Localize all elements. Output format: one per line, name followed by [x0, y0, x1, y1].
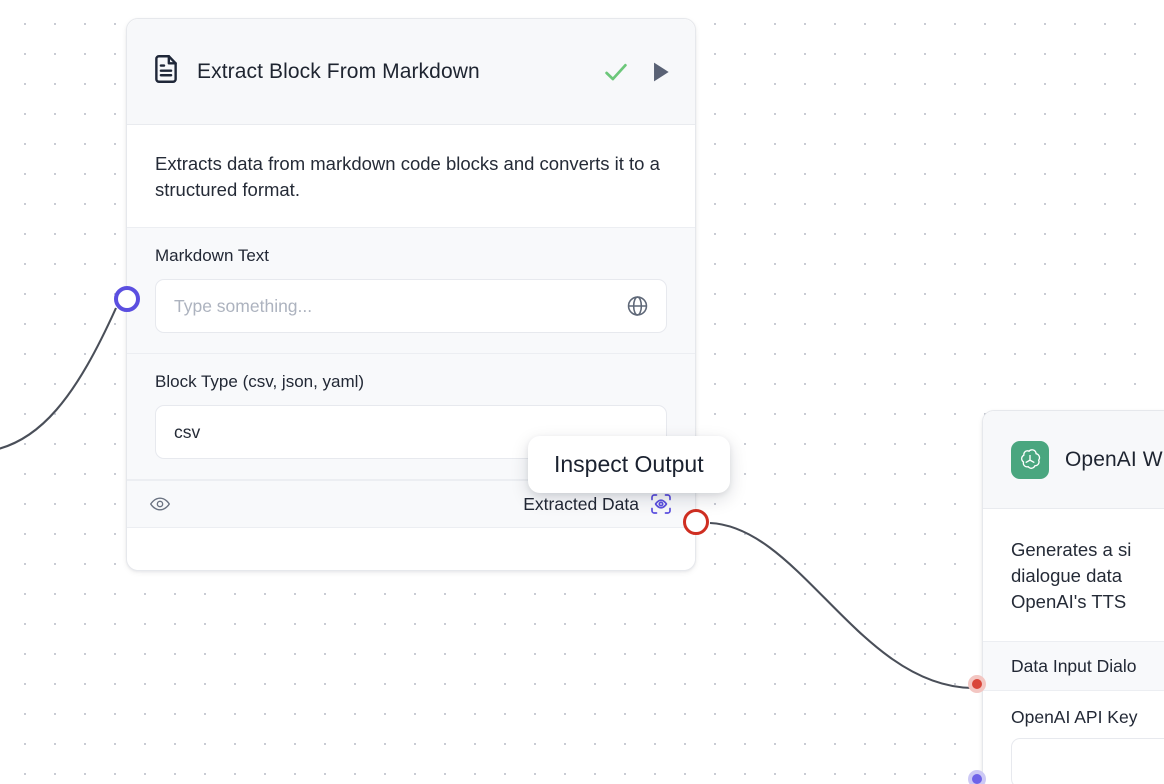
openai-field-label-api-key: OpenAI API Key — [983, 691, 1164, 738]
port-output-extracted-data[interactable] — [683, 509, 709, 535]
port-input-openai-api-key[interactable] — [968, 770, 986, 784]
node-description: Extracts data from markdown code blocks … — [127, 125, 695, 227]
port-input-data-input-dialogue[interactable] — [968, 675, 986, 693]
check-icon[interactable] — [601, 57, 631, 87]
play-icon[interactable] — [647, 59, 673, 85]
tooltip-inspect-output: Inspect Output — [528, 436, 730, 493]
openai-node-description: Generates a si dialogue data OpenAI's TT… — [983, 509, 1164, 641]
openai-row-data-input-dialogue: Data Input Dialo — [983, 641, 1164, 691]
openai-node-header[interactable]: OpenAI W — [983, 411, 1164, 509]
header-actions — [601, 57, 673, 87]
openai-api-key-input[interactable] — [1011, 738, 1164, 784]
node-header[interactable]: Extract Block From Markdown — [127, 19, 695, 125]
field-label-block-type: Block Type (csv, json, yaml) — [155, 372, 365, 391]
openai-logo — [1011, 440, 1049, 479]
node-openai-workflow[interactable]: OpenAI W Generates a si dialogue data Op… — [982, 410, 1164, 784]
page-title: Extract Block From Markdown — [197, 59, 480, 83]
node-extract-block-from-markdown[interactable]: Extract Block From Markdown Extracts dat… — [126, 18, 696, 571]
eye-icon[interactable] — [149, 493, 171, 515]
field-markdown-text: Markdown Text Type something... — [127, 227, 695, 354]
edge-extract-to-openai — [709, 521, 973, 690]
port-input-markdown-text[interactable] — [114, 286, 140, 312]
markdown-text-input[interactable]: Type something... — [155, 279, 667, 333]
edge-incoming — [0, 307, 117, 450]
field-label-markdown-text: Markdown Text — [155, 246, 270, 265]
openai-node-title: OpenAI W — [1065, 447, 1163, 471]
scan-eye-icon[interactable] — [649, 492, 673, 516]
node-footer — [127, 528, 695, 570]
openai-row-label: Data Input Dialo — [1011, 655, 1137, 676]
file-text-icon — [149, 52, 183, 91]
globe-icon[interactable] — [625, 294, 650, 319]
markdown-text-placeholder: Type something... — [174, 295, 313, 316]
output-label-extracted-data: Extracted Data — [523, 493, 639, 514]
block-type-value: csv — [174, 421, 201, 442]
tooltip-label: Inspect Output — [554, 451, 704, 477]
